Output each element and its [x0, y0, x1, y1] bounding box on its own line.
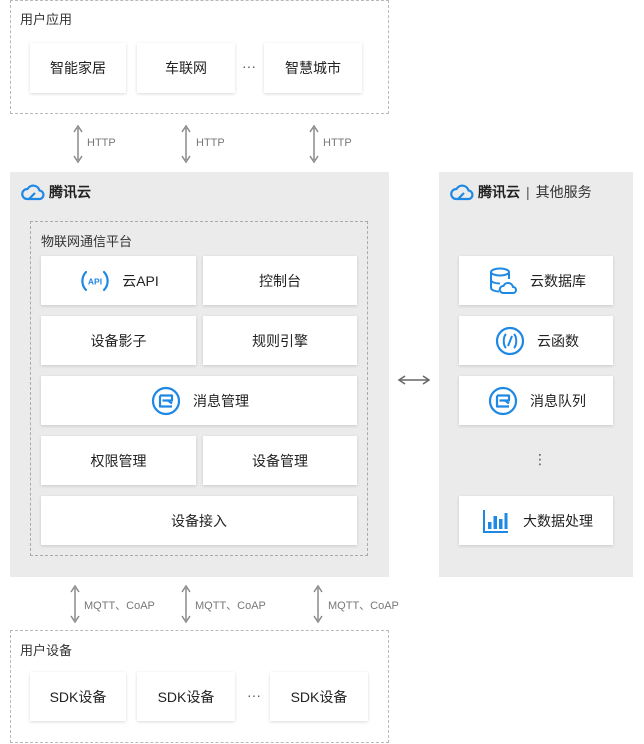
mqtt-label: MQTT、CoAP [328, 600, 399, 612]
big-data-card[interactable]: 大数据处理 [459, 496, 613, 545]
permission-mgmt-label: 权限管理 [90, 452, 147, 469]
message-queue-label: 消息队列 [530, 392, 586, 409]
user-devices-box [10, 630, 389, 743]
sdk-device-label: SDK设备 [157, 688, 215, 705]
function-icon [493, 324, 527, 358]
http-label: HTTP [196, 137, 225, 149]
http-arrow-icon [309, 124, 319, 164]
mqtt-label: MQTT、CoAP [84, 600, 155, 612]
user-apps-label: 用户应用 [20, 12, 73, 27]
iot-platform-box [30, 221, 368, 556]
user-devices-label: 用户设备 [20, 643, 73, 658]
app-card-label: 车联网 [165, 60, 207, 76]
svg-text:API: API [88, 276, 102, 286]
device-mgmt-label: 设备管理 [252, 452, 308, 469]
device-access-card[interactable]: 设备接入 [41, 496, 357, 545]
sdk-device-card[interactable]: SDK设备 [270, 672, 368, 721]
cloud-api-card[interactable]: API 云API [41, 256, 196, 305]
rules-engine-card[interactable]: 规则引擎 [203, 316, 357, 365]
message-icon [149, 384, 183, 418]
mqtt-label: MQTT、CoAP [195, 600, 266, 612]
mqtt-arrow-icon [181, 584, 191, 624]
device-ellipsis: ··· [247, 687, 261, 703]
app-card-smart-city[interactable]: 智慧城市 [264, 43, 362, 93]
app-ellipsis: ··· [242, 58, 256, 74]
app-card-label: 智慧城市 [285, 60, 341, 76]
cloud-function-label: 云函数 [537, 332, 579, 349]
sdk-device-card[interactable]: SDK设备 [30, 672, 126, 721]
mqtt-arrow-icon [70, 584, 80, 624]
other-services-header: 腾讯云 | 其他服务 [449, 182, 592, 202]
http-label: HTTP [87, 137, 116, 149]
app-card-connected-car[interactable]: 车联网 [137, 43, 235, 93]
user-apps-box [10, 0, 389, 114]
app-card-label: 智能家居 [50, 60, 106, 76]
queue-icon [486, 384, 520, 418]
device-access-label: 设备接入 [171, 512, 227, 529]
message-mgmt-card[interactable]: 消息管理 [41, 376, 357, 425]
message-mgmt-label: 消息管理 [193, 392, 249, 409]
brand-separator: | [526, 184, 530, 200]
console-card[interactable]: 控制台 [203, 256, 357, 305]
console-label: 控制台 [259, 272, 301, 289]
device-shadow-card[interactable]: 设备影子 [41, 316, 196, 365]
big-data-label: 大数据处理 [523, 512, 593, 529]
bigdata-icon [479, 504, 513, 538]
brand-name: 腾讯云 [49, 184, 91, 200]
http-arrow-icon [181, 124, 191, 164]
device-mgmt-card[interactable]: 设备管理 [203, 436, 357, 485]
http-arrow-icon [73, 124, 83, 164]
cloud-function-card[interactable]: 云函数 [459, 316, 613, 365]
tencent-cloud-logo-icon [21, 184, 45, 201]
other-services-title: 其他服务 [535, 184, 592, 200]
permission-mgmt-card[interactable]: 权限管理 [41, 436, 196, 485]
device-shadow-label: 设备影子 [90, 332, 147, 349]
tencent-cloud-brand: 腾讯云 [20, 182, 91, 202]
api-icon: API [78, 264, 112, 298]
sdk-device-label: SDK设备 [49, 688, 107, 705]
message-queue-card[interactable]: 消息队列 [459, 376, 613, 425]
database-icon [486, 264, 520, 298]
services-ellipsis: ⋮ [533, 451, 547, 467]
sdk-device-label: SDK设备 [290, 688, 348, 705]
http-label: HTTP [323, 137, 352, 149]
app-card-smart-home[interactable]: 智能家居 [30, 43, 126, 93]
cloud-database-label: 云数据库 [530, 272, 586, 289]
cloud-database-card[interactable]: 云数据库 [459, 256, 613, 305]
brand-name: 腾讯云 [478, 184, 520, 200]
bidirectional-arrow-icon [397, 375, 431, 385]
sdk-device-card[interactable]: SDK设备 [137, 672, 235, 721]
mqtt-arrow-icon [313, 584, 323, 624]
tencent-cloud-logo-icon [450, 184, 474, 201]
cloud-api-label: 云API [122, 272, 159, 289]
iot-platform-label: 物联网通信平台 [41, 234, 133, 249]
rules-engine-label: 规则引擎 [252, 332, 308, 349]
